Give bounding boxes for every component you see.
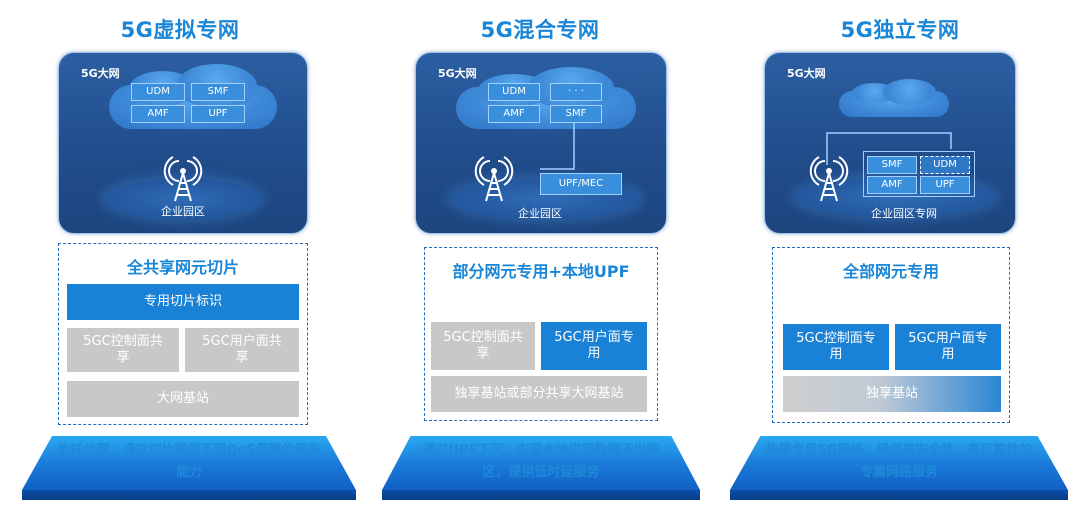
nf-udm: UDM xyxy=(131,83,185,101)
panel-label: 5G大网 xyxy=(787,67,826,80)
nf-amf: AMF xyxy=(488,105,540,123)
column-hybrid-private-network: 5G混合专网 5G大网 UDM · · · AMF SMF UPF/MEC 企业… xyxy=(360,0,720,512)
nf-upf-mec: UPF/MEC xyxy=(540,173,622,195)
antenna-tower-icon xyxy=(163,156,203,202)
column-independent-private-network: 5G独立专网 5G大网 SMF UDM AMF UPF 企业园区专网 全部网元专… xyxy=(720,0,1080,512)
platform: 依托公网，通过切片提供不同QoS保障的服务能力 xyxy=(22,436,356,506)
nf-amf: AMF xyxy=(867,176,917,194)
nf-smf: SMF xyxy=(867,156,917,174)
control-plane-bar: 5GC控制面共享 xyxy=(431,322,535,370)
panel-label: 5G大网 xyxy=(438,67,477,80)
feature-box: 全共享网元切片 专用切片标识 5GC控制面共享 5GC用户面共享 大网基站 xyxy=(58,243,308,425)
bar-label: 5GC用户面专用 xyxy=(908,331,988,362)
nf-upf: UPF xyxy=(920,176,970,194)
cloud-icon xyxy=(839,78,949,117)
platform-edge xyxy=(22,490,356,500)
network-panel: 5G大网 UDM · · · AMF SMF UPF/MEC 企业园区 xyxy=(415,52,667,234)
platform-text: 构建专用5G网络，提供高安全性、高可靠性的专属网络服务 xyxy=(765,443,1033,480)
box-title: 全部网元专用 xyxy=(842,262,939,281)
bar-label: 5GC控制面共享 xyxy=(443,330,523,361)
network-panel: 5G大网 SMF UDM AMF UPF 企业园区专网 xyxy=(764,52,1016,234)
user-plane-bar: 5GC用户面专用 xyxy=(541,322,647,370)
nf-amf: AMF xyxy=(131,105,185,123)
base-station-bar: 独享基站 xyxy=(783,376,1001,412)
control-plane-bar: 5GC控制面专用 xyxy=(783,324,889,370)
core-group-frame xyxy=(863,151,975,197)
base-station-bar: 大网基站 xyxy=(67,381,299,417)
control-plane-bar: 5GC控制面共享 xyxy=(67,328,179,372)
site-label: 企业园区专网 xyxy=(871,207,937,220)
column-title: 5G独立专网 xyxy=(840,18,960,42)
bar-label: 5GC控制面共享 xyxy=(83,334,163,365)
site-label: 企业园区 xyxy=(161,205,205,218)
nf-upf: UPF xyxy=(191,105,245,123)
platform: 构建专用5G网络，提供高安全性、高可靠性的专属网络服务 xyxy=(730,436,1068,506)
antenna-tower-icon xyxy=(474,156,514,202)
base-station-bar: 独享基站或部分共享大网基站 xyxy=(431,376,647,412)
column-virtual-private-network: 5G虚拟专网 5G大网 UDM SMF AMF UPF 企业园区 全共享网元切片… xyxy=(0,0,360,512)
network-panel: 5G大网 UDM SMF AMF UPF 企业园区 xyxy=(58,52,308,234)
nf-ellipsis: · · · xyxy=(550,83,602,101)
platform-text: 通过UPF下沉，实现本地应用数据不出园区，提供低时延服务 xyxy=(422,443,660,480)
nf-smf: SMF xyxy=(550,105,602,123)
bar-label: 5GC控制面专用 xyxy=(796,331,876,362)
feature-box: 全部网元专用 5GC控制面专用 5GC用户面专用 独享基站 xyxy=(772,247,1010,423)
box-title: 全共享网元切片 xyxy=(126,258,239,277)
user-plane-bar: 5GC用户面专用 xyxy=(895,324,1001,370)
platform-edge xyxy=(382,490,700,500)
connector-line xyxy=(540,123,575,170)
user-plane-bar: 5GC用户面共享 xyxy=(185,328,299,372)
panel-label: 5G大网 xyxy=(81,67,120,80)
platform-edge xyxy=(730,490,1068,500)
platform-top xyxy=(22,436,356,490)
column-title: 5G混合专网 xyxy=(480,18,600,42)
slice-id-bar: 专用切片标识 xyxy=(67,284,299,320)
bar-label: 5GC用户面共享 xyxy=(202,334,282,365)
platform-top xyxy=(382,436,700,490)
campus-ground xyxy=(105,179,261,219)
box-title: 部分网元专用+本地UPF xyxy=(452,262,630,281)
antenna-tower-icon xyxy=(809,156,849,202)
connector-line xyxy=(826,132,952,165)
bar-label: 5GC用户面专用 xyxy=(554,330,634,361)
nf-smf: SMF xyxy=(191,83,245,101)
column-title: 5G虚拟专网 xyxy=(120,18,240,42)
site-label: 企业园区 xyxy=(518,207,562,220)
nf-udm: UDM xyxy=(920,156,970,174)
platform-top xyxy=(730,436,1068,490)
nf-udm: UDM xyxy=(488,83,540,101)
platform-text: 依托公网，通过切片提供不同QoS保障的服务能力 xyxy=(57,443,321,480)
feature-box: 部分网元专用+本地UPF 5GC控制面共享 5GC用户面专用 独享基站或部分共享… xyxy=(424,247,658,421)
platform: 通过UPF下沉，实现本地应用数据不出园区，提供低时延服务 xyxy=(382,436,700,506)
